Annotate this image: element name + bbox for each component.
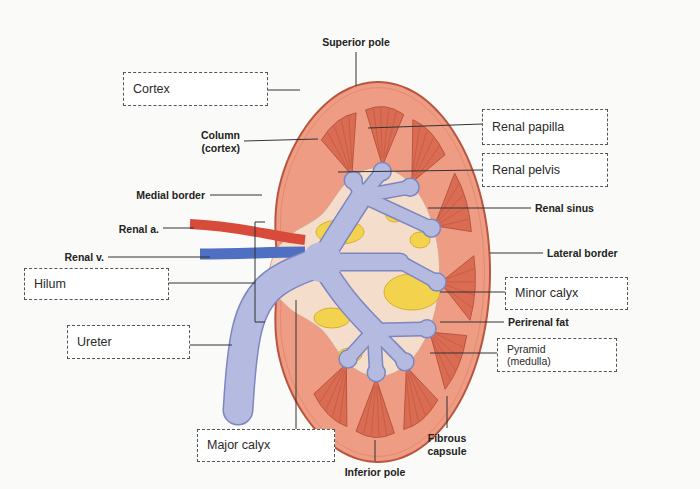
leader-line — [356, 52, 357, 86]
pelvis-fill — [238, 262, 320, 410]
pelvis-fill — [362, 196, 431, 228]
pyramid-striation — [384, 110, 389, 159]
pyramid-striation — [409, 373, 425, 415]
pyramid-striation — [378, 386, 386, 435]
renal-pyramid — [321, 113, 356, 175]
calyx-outline — [400, 262, 437, 282]
structure-label: Medial border — [136, 189, 205, 202]
structure-label: Lateral border — [547, 247, 618, 260]
renal-pyramid — [430, 332, 467, 389]
leader-line — [244, 139, 318, 141]
pyramid-striation — [434, 335, 460, 359]
structure-label: Column (cortex) — [188, 129, 240, 154]
pyramid-striation — [364, 386, 374, 434]
pyramid-striation — [408, 374, 418, 420]
pyramid-striation — [414, 131, 427, 175]
renal-pyramid — [314, 364, 347, 427]
calyx-outline — [238, 262, 320, 410]
leader-line — [190, 345, 232, 346]
structure-label: Superior pole — [322, 36, 390, 49]
structure-label: Inferior pole — [345, 466, 406, 479]
leader-line — [440, 292, 505, 293]
leader-line — [430, 353, 497, 354]
leader-line — [268, 90, 300, 91]
pyramid-striation — [349, 116, 353, 166]
renal-pyramid — [434, 173, 471, 231]
label-text: Hilum — [34, 277, 66, 291]
renal-pyramid — [356, 378, 394, 437]
label-text: Major calyx — [207, 438, 270, 452]
structure-label: Renal a. — [119, 223, 159, 236]
label-box: Renal papilla — [482, 109, 608, 145]
renal-pyramid — [404, 367, 438, 430]
label-text: Renal papilla — [492, 120, 564, 134]
pyramid-striation — [432, 340, 450, 380]
pyramid-striation — [445, 285, 474, 295]
pyramid-striation — [380, 109, 382, 159]
leader-line — [210, 195, 262, 196]
hilum-bracket — [255, 222, 265, 322]
leader-line — [338, 170, 482, 172]
renal-pyramid — [412, 120, 445, 183]
pyramid-striation — [439, 207, 466, 224]
pyramid-striation — [326, 370, 343, 410]
renal-artery — [190, 224, 305, 240]
pyramid-striation — [340, 372, 347, 421]
leader-line — [163, 228, 194, 229]
label-text: Ureter — [77, 335, 112, 349]
label-box: Minor calyx — [505, 277, 628, 310]
pyramid-striation — [373, 109, 380, 158]
pyramid-striation — [333, 371, 345, 416]
calyx-outline — [362, 196, 431, 228]
pyramid-striation — [406, 375, 411, 425]
leader-line — [447, 396, 448, 428]
pelvis-fill — [348, 330, 374, 359]
pyramid-striation — [385, 112, 396, 159]
leader-line — [296, 300, 297, 429]
pelvis-fill — [400, 262, 437, 282]
pelvis-hub — [302, 242, 342, 282]
renal-pyramid — [440, 256, 475, 321]
structure-label: Renal sinus — [535, 202, 594, 215]
renal-pyramid — [366, 107, 404, 166]
label-box: Ureter — [67, 325, 190, 359]
pyramid-striation — [377, 386, 379, 435]
label-text: Minor calyx — [515, 286, 578, 300]
renal-vein — [200, 252, 305, 254]
pyramid-striation — [445, 287, 472, 307]
label-text: Renal pelvis — [492, 163, 560, 177]
pyramid-striation — [445, 281, 474, 282]
label-text: Cortex — [133, 82, 170, 96]
leader-line — [108, 257, 210, 258]
structure-label: Renal v. — [65, 251, 105, 264]
leader-line — [368, 124, 482, 128]
pyramid-striation — [445, 269, 474, 280]
structure-label: Perirenal fat — [508, 316, 569, 329]
label-text: Pyramid (medulla) — [507, 343, 571, 367]
label-box: Hilum — [24, 268, 169, 300]
leader-line — [490, 253, 543, 254]
pyramid-striation — [416, 146, 439, 178]
leader-line — [440, 322, 504, 323]
leader-line — [169, 283, 255, 284]
leader-line — [375, 440, 376, 461]
pyramid-striation — [433, 337, 455, 369]
label-box: Renal pelvis — [482, 153, 608, 187]
label-box: Major calyx — [197, 429, 335, 462]
leader-line — [428, 208, 531, 209]
label-box: Pyramid (medulla) — [497, 338, 617, 372]
pyramid-striation — [440, 219, 470, 226]
pyramid-striation — [320, 368, 342, 402]
label-box: Cortex — [123, 72, 268, 106]
structure-label: Fibrous capsule — [419, 432, 475, 457]
